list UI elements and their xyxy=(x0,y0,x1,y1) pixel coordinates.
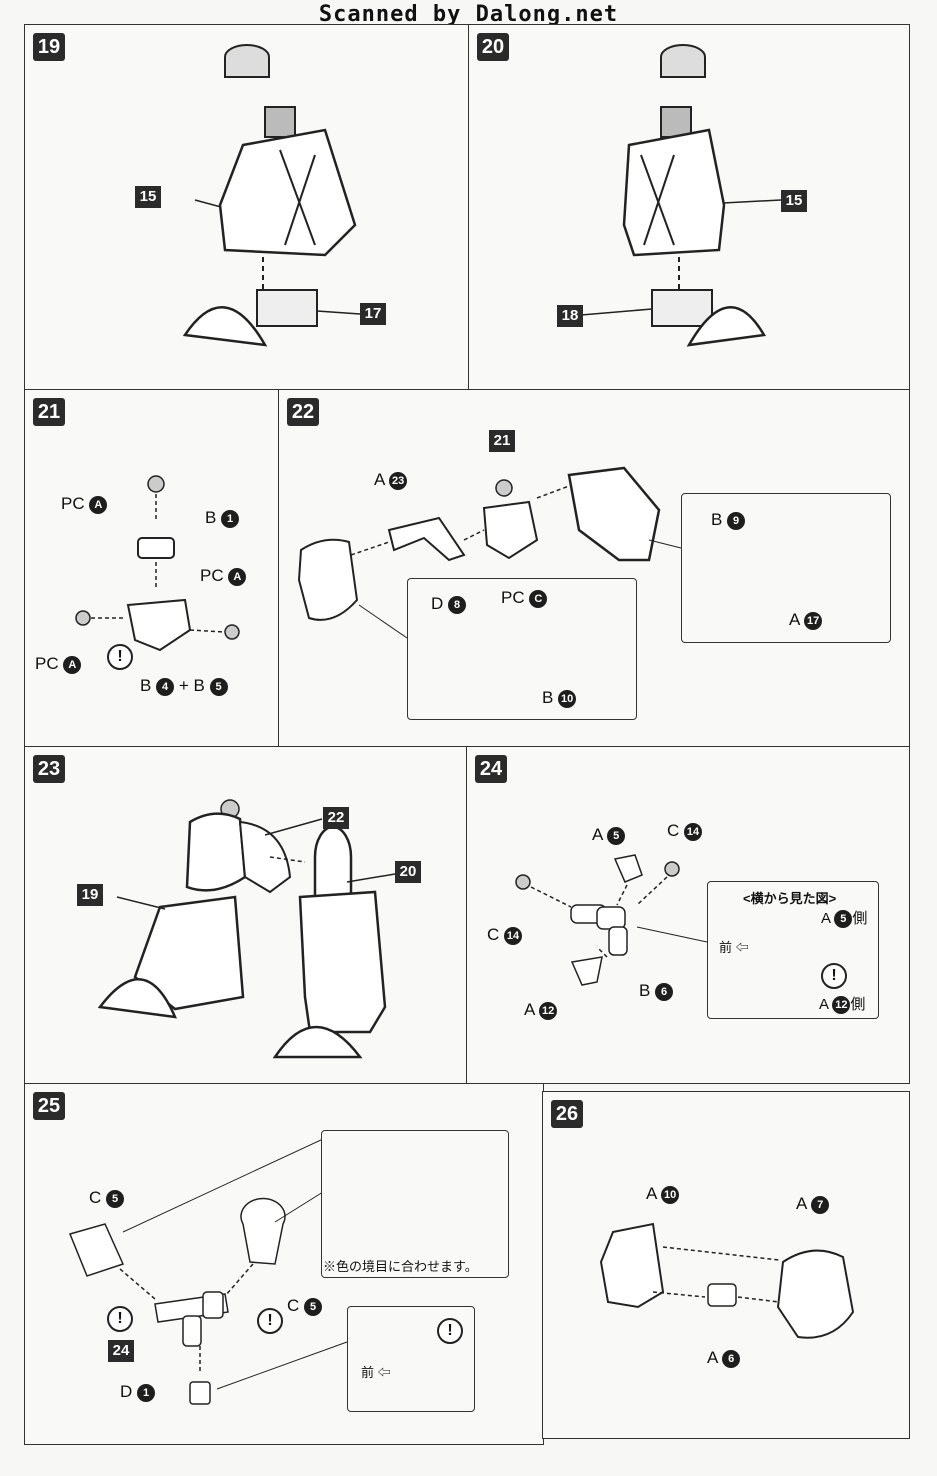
caution-icon-right: ! xyxy=(257,1308,283,1334)
label-b1: B 1 xyxy=(205,508,240,528)
label-c5-left: C 5 xyxy=(89,1188,125,1208)
step-20-illustration xyxy=(580,44,782,347)
step-23-panel: 23 22 19 20 xyxy=(24,746,468,1084)
part-tag-21: 21 xyxy=(489,430,515,452)
step-20-panel: 20 15 18 xyxy=(468,24,910,390)
label-c14-top: C 14 xyxy=(667,821,703,841)
part-tag-17: 17 xyxy=(360,303,386,325)
part-tag-19: 19 xyxy=(77,884,103,906)
step-number: 26 xyxy=(551,1100,583,1128)
caution-icon: ! xyxy=(107,644,133,670)
label-a12: A 12 xyxy=(524,1000,558,1020)
label-d8: D 8 xyxy=(431,594,467,614)
part-tag-15: 15 xyxy=(781,190,807,212)
part-tag-18: 18 xyxy=(557,305,583,327)
detail-inset-right xyxy=(681,493,891,643)
step-25-panel: 25 C 5 C 5 ! ! 24 D 1 ※色の境目に合わせます。 ! 前 ⇦ xyxy=(24,1083,544,1445)
label-pc-c: PC C xyxy=(501,588,548,608)
step-19-illustration xyxy=(182,44,361,347)
caution-icon-inset: ! xyxy=(437,1318,463,1344)
front-arrow-label: 前 ⇦ xyxy=(719,940,749,955)
step-26-panel: 26 A 10 A 7 A 6 xyxy=(542,1091,910,1439)
label-b10: B 10 xyxy=(542,688,577,708)
step-22-panel: 22 21 A 23 B 9 A 17 D 8 PC C B 10 xyxy=(278,389,910,747)
label-a6: A 6 xyxy=(707,1348,741,1368)
step-number: 23 xyxy=(33,755,65,783)
color-border-inset xyxy=(321,1130,509,1278)
caution-icon-left: ! xyxy=(107,1306,133,1332)
step-26-illustration xyxy=(599,1222,855,1339)
label-d1: D 1 xyxy=(120,1382,156,1402)
step-number: 24 xyxy=(475,755,507,783)
step-number: 25 xyxy=(33,1092,65,1120)
front-arrow-label: 前 ⇦ xyxy=(361,1365,391,1380)
label-b9: B 9 xyxy=(711,510,746,530)
step-number: 19 xyxy=(33,33,65,61)
label-a5: A 5 xyxy=(592,825,626,845)
label-a23: A 23 xyxy=(374,470,408,490)
label-c5-right: C 5 xyxy=(287,1296,323,1316)
scan-watermark: Scanned by Dalong.net xyxy=(318,2,619,27)
side-view-inset xyxy=(707,881,879,1019)
detail-inset-bottom xyxy=(407,578,637,720)
label-pc-a-top: PC A xyxy=(61,494,108,514)
label-a17: A 17 xyxy=(789,610,823,630)
part-tag-24: 24 xyxy=(108,1340,134,1362)
part-tag-22: 22 xyxy=(323,807,349,829)
label-b4-b5: B 4 + B 5 xyxy=(140,676,228,696)
side-view-title: <横から見た図> xyxy=(743,891,837,906)
step-21-panel: 21 PC A B 1 PC A PC A ! B 4 + B 5 xyxy=(24,389,279,747)
part-tag-20: 20 xyxy=(395,861,421,883)
label-b6: B 6 xyxy=(639,981,674,1001)
step-19-panel: 19 15 17 xyxy=(24,24,470,390)
label-pc-a-left: PC A xyxy=(35,654,82,674)
step-23-illustration xyxy=(97,799,396,1059)
step-number: 22 xyxy=(287,398,319,426)
label-a10: A 10 xyxy=(646,1184,680,1204)
part-tag-15: 15 xyxy=(135,186,161,208)
label-c14-left: C 14 xyxy=(487,925,523,945)
step-number: 21 xyxy=(33,398,65,426)
step-21-illustration xyxy=(75,475,240,652)
color-border-note: ※色の境目に合わせます。 xyxy=(323,1259,478,1274)
caution-icon: ! xyxy=(821,963,847,989)
label-pc-a-right: PC A xyxy=(200,566,247,586)
label-a7: A 7 xyxy=(796,1194,830,1214)
step-number: 20 xyxy=(477,33,509,61)
front-view-inset xyxy=(347,1306,475,1412)
